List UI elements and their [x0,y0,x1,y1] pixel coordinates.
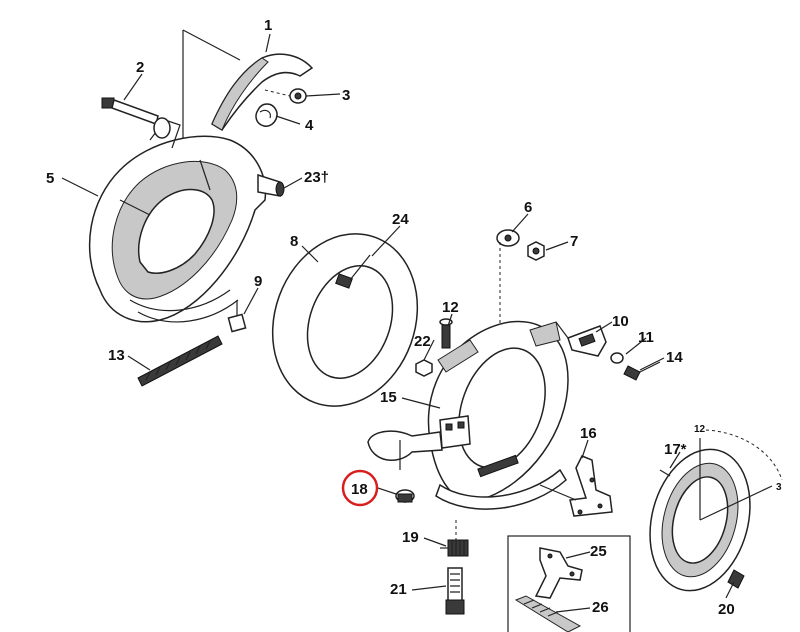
callout-labels: 1 2 3 4 5 23† 24 6 7 8 9 12 10 22 11 13 … [46,17,782,618]
dial-mark-three: 3 [776,482,782,493]
callout-18: 18 [351,481,368,498]
part-3-nut [264,88,307,104]
callout-26: 26 [592,599,609,616]
part-12-bolt [439,318,453,349]
callout-12: 12 [442,299,459,316]
part-11-washer [610,352,624,364]
part-18-cap [377,487,415,503]
callout-2: 2 [136,59,144,76]
callout-11: 11 [638,329,654,346]
part-22-nut [415,359,433,377]
callout-22: 22 [414,333,431,350]
part-15-carriage [367,320,569,510]
callout-20: 20 [718,601,735,618]
part-25-plate [534,547,583,599]
callout-5: 5 [46,170,54,187]
part-19-spring [440,520,469,557]
part-14-screw [623,361,661,381]
callout-7: 7 [570,233,578,250]
callout-18-highlight-ring [341,469,379,507]
inset-box [507,535,631,632]
part-17-dial-plate [649,429,783,592]
part-9-fitting [227,300,247,333]
callout-8: 8 [290,233,298,250]
part-5-housing [88,117,285,323]
part-10-bracket [555,321,607,357]
callout-15: 15 [380,389,397,406]
callout-23: 23† [304,169,329,186]
part-8-ring [271,233,419,407]
callout-13: 13 [108,347,125,364]
part-16-bracket [539,455,613,517]
callout-3: 3 [342,87,350,104]
callout-19: 19 [402,529,419,546]
part-2-bolt [101,97,159,125]
part-7-nut [527,241,545,261]
callout-4: 4 [305,117,314,134]
leader-lines [61,33,735,613]
callout-14: 14 [666,349,683,366]
part-26-plate [514,595,582,632]
callout-1: 1 [264,17,272,34]
callout-6: 6 [524,199,532,216]
dial-mark-twelve: 12 [694,424,706,435]
callout-24: 24 [392,211,409,228]
part-20-screw [727,569,745,589]
callout-17: 17* [664,441,687,458]
callout-16: 16 [580,425,597,442]
callout-9: 9 [254,273,262,290]
part-21-bolt [445,567,465,615]
part-4-spring [255,103,278,127]
part-13-threaded-rod [137,335,223,387]
part-24-bolt [335,254,371,289]
callout-21: 21 [390,581,407,598]
callout-10: 10 [612,313,629,330]
part-1-lever [182,29,314,150]
callout-25: 25 [590,543,607,560]
part-6-washer [496,229,520,330]
